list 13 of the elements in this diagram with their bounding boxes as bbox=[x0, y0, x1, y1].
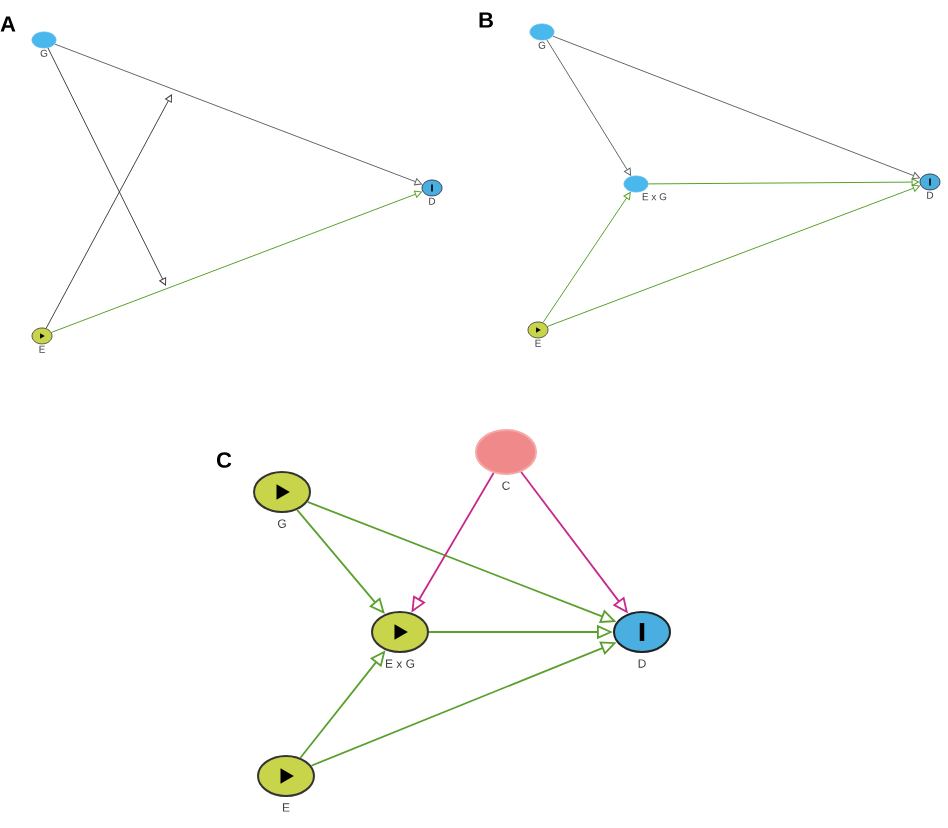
arrow bbox=[546, 184, 921, 327]
panel-letter: A bbox=[0, 16, 16, 32]
arrow bbox=[45, 94, 172, 329]
panel-letter: C bbox=[217, 452, 232, 468]
arrow bbox=[50, 190, 423, 333]
arrow bbox=[552, 35, 921, 180]
arrow bbox=[542, 192, 631, 324]
arrow bbox=[54, 43, 423, 186]
panel-letter: B bbox=[479, 12, 493, 28]
arrow bbox=[296, 509, 385, 614]
arrow bbox=[647, 178, 919, 186]
arrow bbox=[546, 39, 632, 176]
arrow bbox=[47, 47, 167, 286]
